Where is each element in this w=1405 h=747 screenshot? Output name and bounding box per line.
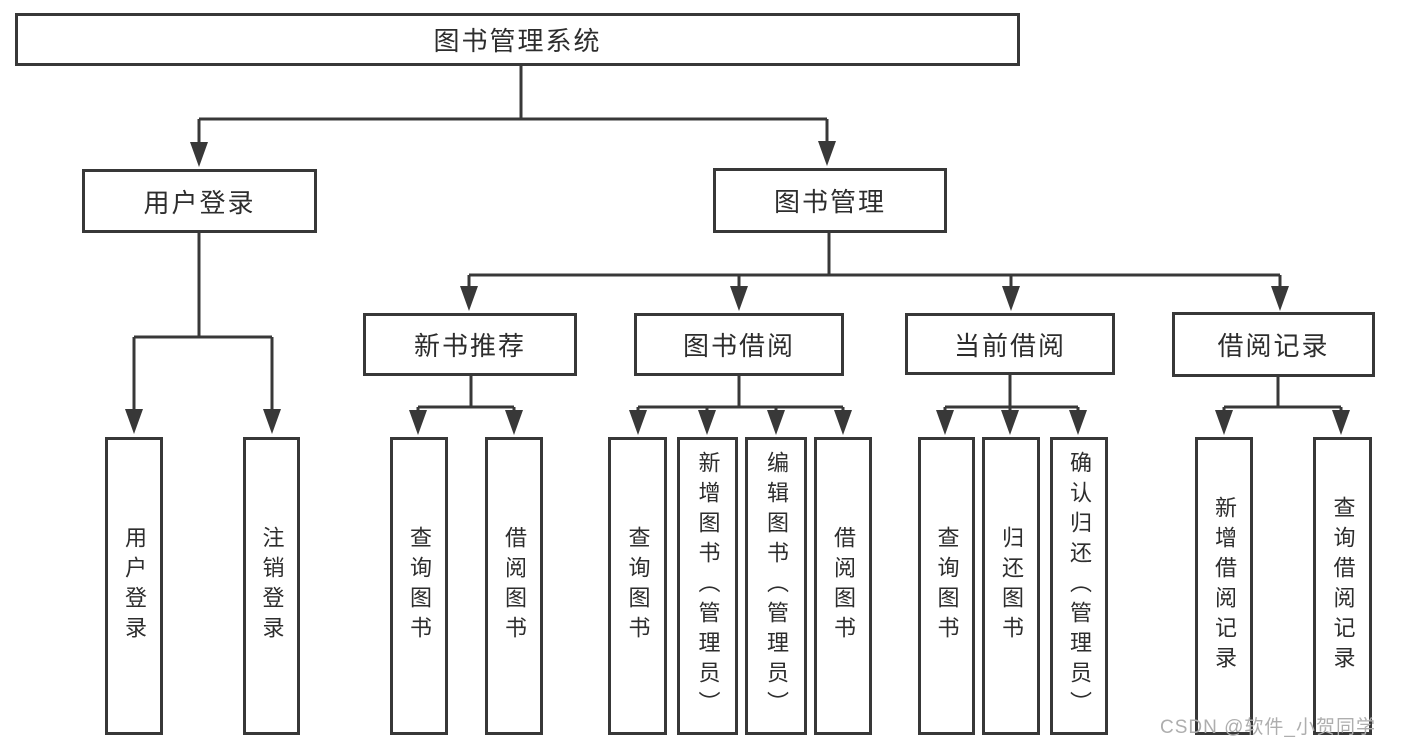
node-label: 用户登录 [143,187,256,218]
arrowhead [834,410,852,435]
connector-borrow-records [1222,376,1343,413]
leaf-query-books-borrow: 查询图书 [608,437,667,735]
leaf-return-books: 归还图书 [982,437,1040,735]
connector-book-management [467,232,1282,289]
node-label: 用户登录 [122,526,147,646]
node-label: 编辑图书（管理员） [764,451,789,721]
leaf-borrow-books-recommend: 借阅图书 [485,437,543,735]
arrowhead [1215,410,1233,435]
node-label: 图书管理 [773,187,886,217]
node-label: 图书管理系统 [433,26,602,56]
node-label: 查询图书 [625,526,651,646]
node-label: 新增借阅记录 [1212,496,1237,676]
node-label: 查询图书 [407,526,432,646]
node-root-system: 图书管理系统 [15,13,1020,66]
leaf-edit-books-admin: 编辑图书（管理员） [745,437,807,735]
node-book-borrow: 图书借阅 [634,313,844,376]
arrowhead [1271,286,1289,311]
arrowhead [698,410,716,435]
connector-root [197,64,829,145]
arrowhead [1069,410,1087,435]
arrowheads [125,141,1350,435]
arrowhead [125,409,143,434]
node-label: 归还图书 [999,526,1024,646]
leaf-query-borrow-record: 查询借阅记录 [1313,437,1372,735]
node-user-login: 用户登录 [82,169,317,233]
arrowhead [1001,410,1019,435]
node-label: 确认归还（管理员） [1067,451,1092,721]
connector-new-book-recommend [416,375,516,413]
leaf-add-borrow-record: 新增借阅记录 [1195,437,1253,735]
node-label: 借阅图书 [502,526,527,646]
arrowhead [505,410,523,435]
node-label: 查询图书 [934,526,960,646]
arrowhead [190,142,208,167]
node-borrow-records: 借阅记录 [1172,312,1375,377]
arrowhead [818,141,836,166]
arrowhead [936,410,954,435]
leaf-user-login: 用户登录 [105,437,163,735]
arrowhead [460,286,478,311]
leaf-add-books-admin: 新增图书（管理员） [677,437,738,735]
leaf-confirm-return-admin: 确认归还（管理员） [1050,437,1108,735]
arrowhead [263,409,281,434]
leaf-query-books-recommend: 查询图书 [390,437,448,735]
watermark-text: CSDN @软件_小贺同学 [1160,717,1376,738]
arrowhead [1002,286,1020,311]
arrowhead [730,286,748,311]
node-current-borrow: 当前借阅 [905,313,1115,375]
connector-current-borrow [943,374,1080,413]
leaf-logout-login: 注销登录 [243,437,300,735]
connector-book-borrow [636,375,845,413]
node-label: 借阅记录 [1217,331,1330,361]
arrowhead [629,410,647,435]
leaf-borrow-books: 借阅图书 [814,437,872,735]
arrowhead [767,410,785,435]
node-label: 当前借阅 [953,330,1066,361]
node-label: 新增图书（管理员） [695,451,721,721]
node-new-book-recommend: 新书推荐 [363,313,577,376]
node-label: 注销登录 [259,526,285,646]
node-label: 查询借阅记录 [1330,496,1356,676]
arrowhead [1332,410,1350,435]
node-book-management: 图书管理 [713,168,947,233]
leaf-query-books-current: 查询图书 [918,437,975,735]
node-label: 借阅图书 [831,526,856,646]
connector-user-login [132,232,274,412]
node-label: 图书借阅 [682,331,795,361]
arrowhead [409,410,427,435]
node-label: 新书推荐 [413,331,526,361]
